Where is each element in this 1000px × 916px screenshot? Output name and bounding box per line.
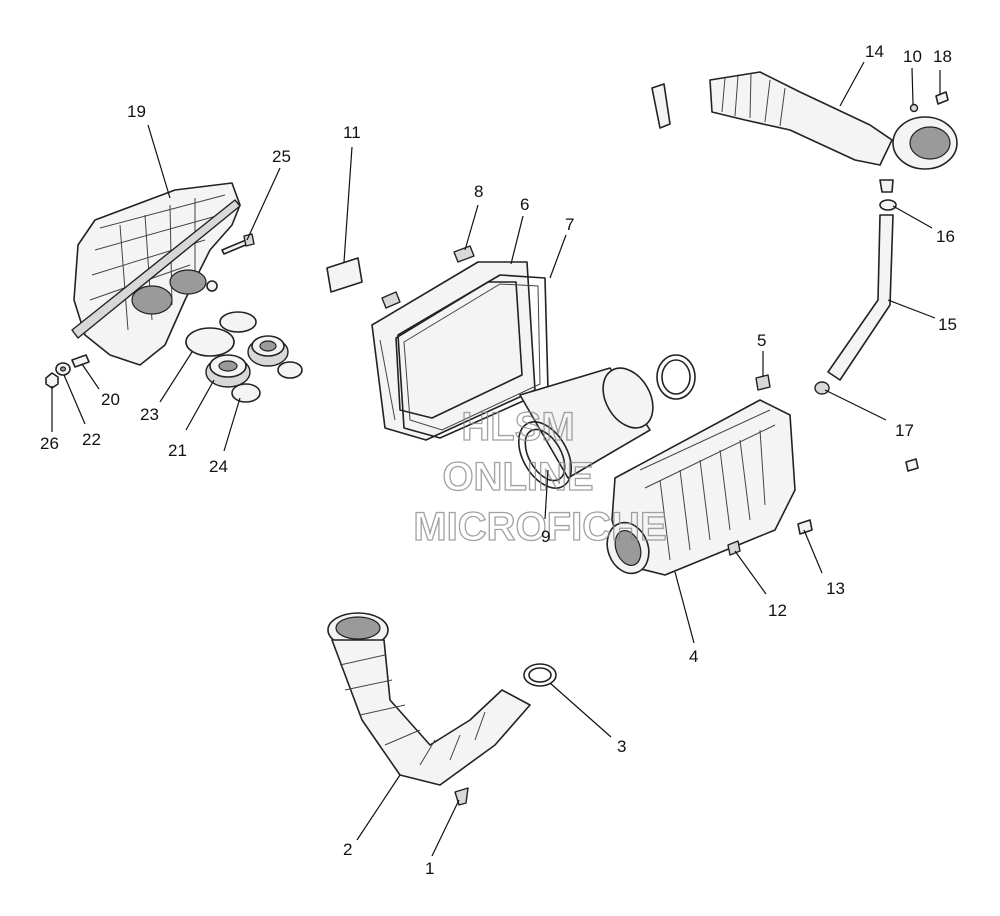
callout-7: 7 xyxy=(565,215,574,234)
callout-2: 2 xyxy=(343,840,352,859)
part-6-filter-frame[interactable] xyxy=(371,261,536,441)
callout-24: 24 xyxy=(209,457,228,476)
callout-22: 22 xyxy=(82,430,101,449)
callout-26: 26 xyxy=(40,434,59,453)
callout-1: 1 xyxy=(425,859,434,878)
callout-17: 17 xyxy=(895,421,914,440)
part-18-screw[interactable] xyxy=(935,91,949,105)
leader-lines xyxy=(51,61,941,857)
callout-23: 23 xyxy=(140,405,159,424)
part-17-clamp[interactable] xyxy=(814,381,830,395)
part-21-intake-boot[interactable] xyxy=(205,335,289,388)
part-24-clamp[interactable] xyxy=(231,361,303,403)
callout-6: 6 xyxy=(520,195,529,214)
part-25-bolt[interactable] xyxy=(221,233,255,255)
part-9-filter-element[interactable] xyxy=(508,359,663,497)
callout-20: 20 xyxy=(101,390,120,409)
part-26-nut[interactable] xyxy=(45,372,59,389)
part-1-drain-plug[interactable] xyxy=(454,787,469,806)
callout-4: 4 xyxy=(689,647,698,666)
callout-16: 16 xyxy=(936,227,955,246)
callout-12: 12 xyxy=(768,601,787,620)
watermark-line-3: MICROFICHE xyxy=(413,505,666,549)
part-ring-seal[interactable] xyxy=(656,354,696,400)
callout-19: 19 xyxy=(127,102,146,121)
callout-9: 9 xyxy=(541,527,550,546)
callout-5: 5 xyxy=(757,331,766,350)
part-23-clamp[interactable] xyxy=(185,311,257,357)
callout-15: 15 xyxy=(938,315,957,334)
part-19-airbox-cover[interactable] xyxy=(71,182,241,366)
part-10-grommet[interactable] xyxy=(909,103,919,113)
watermark-line-2: ONLINE xyxy=(442,455,593,499)
callout-8: 8 xyxy=(474,182,483,201)
part-14-intake-duct[interactable] xyxy=(709,71,958,193)
part-11-label[interactable] xyxy=(326,257,363,293)
callout-25: 25 xyxy=(272,147,291,166)
part-5-nut[interactable] xyxy=(755,374,771,391)
watermark-line-1: HLSM xyxy=(461,405,574,449)
callout-21: 21 xyxy=(168,441,187,460)
part-15-drain-hose[interactable] xyxy=(827,214,894,381)
part-22-washer[interactable] xyxy=(55,362,71,376)
callouts: 1 2 3 4 5 6 7 8 9 10 11 12 13 14 15 16 1… xyxy=(40,42,957,878)
part-16-clamp[interactable] xyxy=(879,199,897,211)
part-20-spacer[interactable] xyxy=(71,354,90,368)
callout-14: 14 xyxy=(865,42,884,61)
callout-18: 18 xyxy=(933,47,952,66)
part-4-airbox-base[interactable] xyxy=(600,399,796,579)
part-2-lower-duct[interactable] xyxy=(327,612,531,786)
callout-10: 10 xyxy=(903,47,922,66)
part-8-clip[interactable] xyxy=(381,245,475,309)
part-14-clamp[interactable] xyxy=(651,83,671,129)
part-12-fastener[interactable] xyxy=(727,540,741,556)
part-3-clamp[interactable] xyxy=(523,663,557,687)
callout-13: 13 xyxy=(826,579,845,598)
callout-11: 11 xyxy=(343,123,361,142)
part-13-screw[interactable] xyxy=(797,458,919,535)
callout-3: 3 xyxy=(617,737,626,756)
